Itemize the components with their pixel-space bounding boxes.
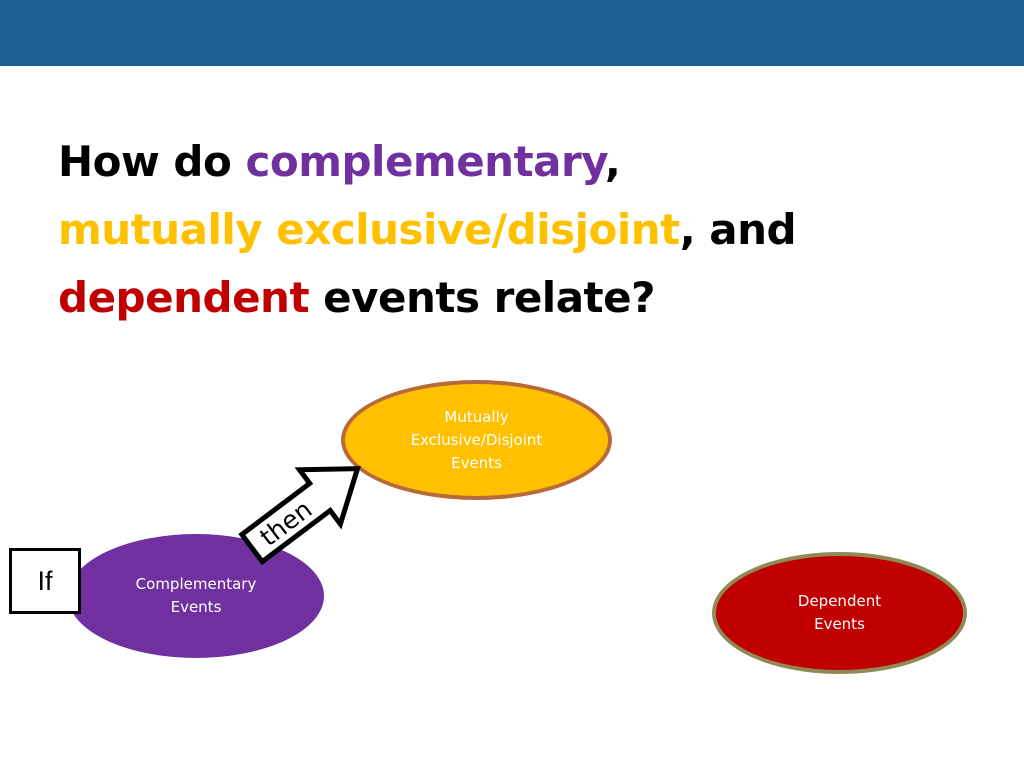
title-text: events relate? <box>309 273 655 322</box>
oval-label: Exclusive/Disjoint <box>410 430 543 449</box>
oval-label: Dependent <box>797 592 882 610</box>
title-mutually-exclusive: mutually exclusive/disjoint <box>58 205 680 254</box>
page-title: How do complementary, mutually exclusive… <box>58 128 998 332</box>
title-text: , and <box>679 205 797 254</box>
dependent-events-oval: Dependent Events <box>712 552 967 674</box>
title-text: How do <box>58 137 246 186</box>
title-line-3: dependent events relate? <box>58 264 998 332</box>
if-box: If <box>9 548 81 614</box>
mutually-exclusive-events-oval: Mutually Exclusive/Disjoint Events <box>341 380 612 500</box>
oval-label: Events <box>814 615 865 633</box>
oval-label: Mutually <box>444 407 509 426</box>
if-label: If <box>37 565 53 596</box>
arrow-shape <box>238 466 361 566</box>
title-text: , <box>604 137 621 186</box>
title-complementary: complementary <box>245 137 605 186</box>
title-line-2: mutually exclusive/disjoint, and <box>58 196 998 264</box>
title-line-1: How do complementary, <box>58 128 998 196</box>
oval-label: Events <box>170 598 222 616</box>
arrow-icon: then <box>238 466 361 566</box>
header-bar <box>0 0 1024 66</box>
then-arrow: then <box>232 445 392 585</box>
oval-label: Complementary <box>135 575 257 593</box>
complementary-events-oval: Complementary Events <box>68 534 324 658</box>
title-dependent: dependent <box>58 273 310 322</box>
oval-label: Events <box>451 453 502 472</box>
